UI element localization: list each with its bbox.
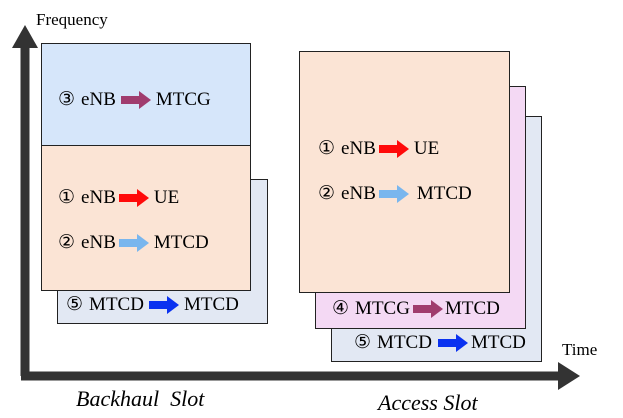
access-back-row: ⑤ MTCD MTCD <box>354 331 526 354</box>
x-axis-label: Time <box>562 340 598 359</box>
arrow-lightblue-icon <box>378 184 409 203</box>
step-number: ⑤ <box>66 294 84 315</box>
source-label: eNB <box>81 186 116 208</box>
backhaul-row-2: ② eNB MTCD <box>58 231 209 254</box>
backhaul-top-row: ③ eNB MTCG <box>58 88 211 111</box>
target-label: MTCD <box>153 231 209 253</box>
access-row-1: ① eNB UE <box>318 137 439 160</box>
backhaul-slot-label: Backhaul Slot <box>76 386 205 411</box>
step-number: ③ <box>58 89 76 110</box>
y-axis-label: Frequency <box>36 10 108 29</box>
backhaul-back-row: ⑤ MTCD MTCD <box>66 293 239 316</box>
arrow-purple-icon <box>412 299 443 318</box>
arrow-purple-icon <box>120 90 151 109</box>
y-axis-arrowhead <box>12 25 38 48</box>
source-label: eNB <box>81 88 116 110</box>
backhaul-bottom-box: ① eNB UE ② eNB MTCD <box>41 145 251 291</box>
backhaul-row-1: ① eNB UE <box>58 186 179 209</box>
backhaul-top-box: ③ eNB MTCG <box>41 43 251 146</box>
step-number: ② <box>318 183 336 204</box>
source-label: eNB <box>341 137 376 159</box>
target-label: MTCD <box>470 331 526 353</box>
target-label: MTCD <box>444 297 500 319</box>
step-number: ① <box>58 187 76 208</box>
target-label: MTCD <box>416 182 472 204</box>
arrow-red-icon <box>378 139 409 158</box>
access-mid-row: ④ MTCG MTCD <box>332 297 500 320</box>
target-label: UE <box>153 186 180 208</box>
source-label: eNB <box>341 182 376 204</box>
step-number: ⑤ <box>354 332 372 353</box>
x-axis-arrowhead <box>558 362 580 390</box>
step-number: ② <box>58 232 76 253</box>
access-slot-label: Access Slot <box>378 390 478 415</box>
arrow-blue-icon <box>437 333 468 352</box>
source-label: MTCD <box>377 331 432 353</box>
target-label: MTCG <box>155 88 211 110</box>
access-row-2: ② eNB MTCD <box>318 182 472 205</box>
source-label: MTCG <box>355 297 410 319</box>
target-label: MTCD <box>183 293 239 315</box>
access-front-box: ① eNB UE ② eNB MTCD <box>299 51 510 293</box>
source-label: eNB <box>81 231 116 253</box>
step-number: ④ <box>332 298 350 319</box>
source-label: MTCD <box>89 293 144 315</box>
arrow-lightblue-icon <box>118 233 149 252</box>
arrow-blue-icon <box>148 295 179 314</box>
target-label: UE <box>413 137 440 159</box>
arrow-red-icon <box>118 188 149 207</box>
step-number: ① <box>318 138 336 159</box>
